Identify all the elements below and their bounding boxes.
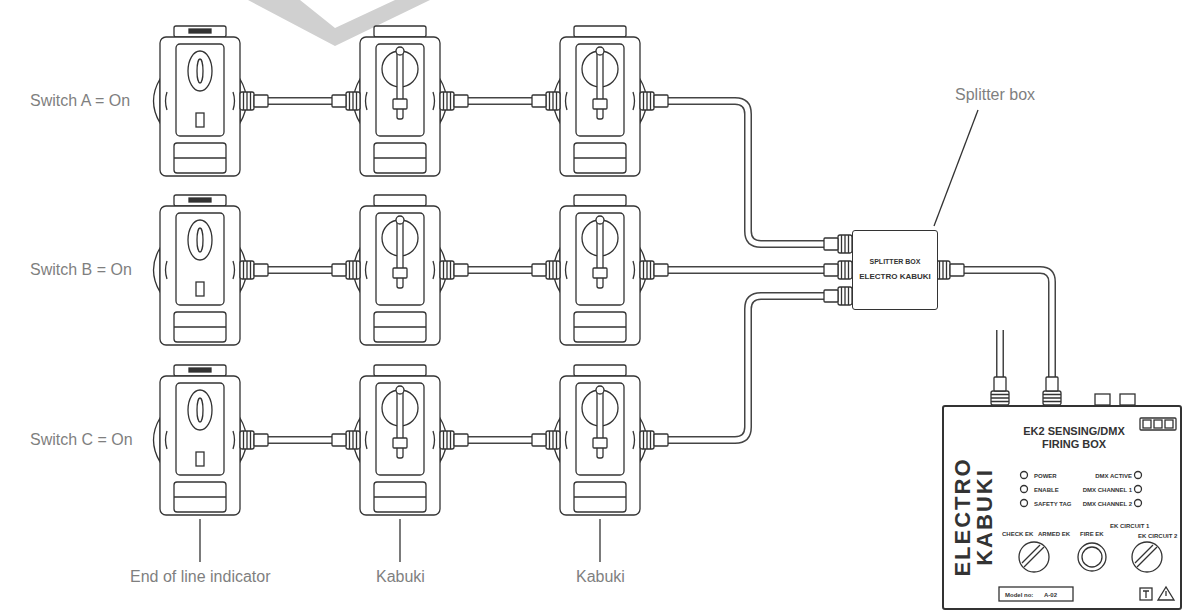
firing-box-plugs [991, 377, 1135, 405]
firing-box: ELECTRO KABUKI EK2 SENSING/DMX FIRING BOX… [942, 405, 1182, 610]
indicator-label: DMX ACTIVE [1095, 473, 1132, 480]
part-name: Kabuki [576, 568, 625, 586]
firing-box-panel [999, 418, 1176, 601]
device-row [154, 195, 669, 345]
panel-title: EK2 SENSING/DMX FIRING BOX [1012, 425, 1136, 451]
switch-state: Switch B = On [30, 261, 132, 279]
indicator-label: POWER [1034, 473, 1057, 480]
brand-text: ELECTRO KABUKI [952, 442, 996, 592]
part-name: Kabuki [376, 568, 425, 586]
cable-inner [938, 270, 1052, 405]
switch-state: Switch A = On [30, 92, 130, 110]
model-label: Model no: [1005, 592, 1033, 599]
button-label: FIRE EK [1080, 531, 1104, 538]
splitter-box: SPLITTER BOX ELECTRO KABUKI [852, 230, 938, 310]
brand-text: ELECTRO KABUKI [859, 272, 931, 282]
model-number: A-02 [1044, 592, 1057, 599]
switch-state: Switch C = On [30, 431, 133, 449]
device-row [154, 26, 669, 176]
indicator-label: ENABLE [1034, 487, 1059, 494]
switch-label: EK CIRCUIT 1 [1110, 523, 1149, 530]
device-row [154, 365, 669, 515]
indicator-label: DMX CHANNEL 1 [1083, 487, 1132, 494]
indicator-label: SAFETY TAG [1034, 501, 1071, 508]
panel-title: SPLITTER BOX [870, 258, 921, 266]
part-name: End of line indicator [130, 568, 271, 586]
cable-outer [938, 270, 1052, 405]
leader-lines [200, 110, 978, 562]
cable-connector [938, 270, 1052, 405]
indicator-label: DMX CHANNEL 2 [1083, 501, 1132, 508]
part-name: Splitter box [955, 86, 1035, 104]
switch-label: ARMED EK [1038, 531, 1070, 538]
switch-label: CHECK EK [1002, 531, 1033, 538]
switch-label: EK CIRCUIT 2 [1138, 533, 1177, 540]
